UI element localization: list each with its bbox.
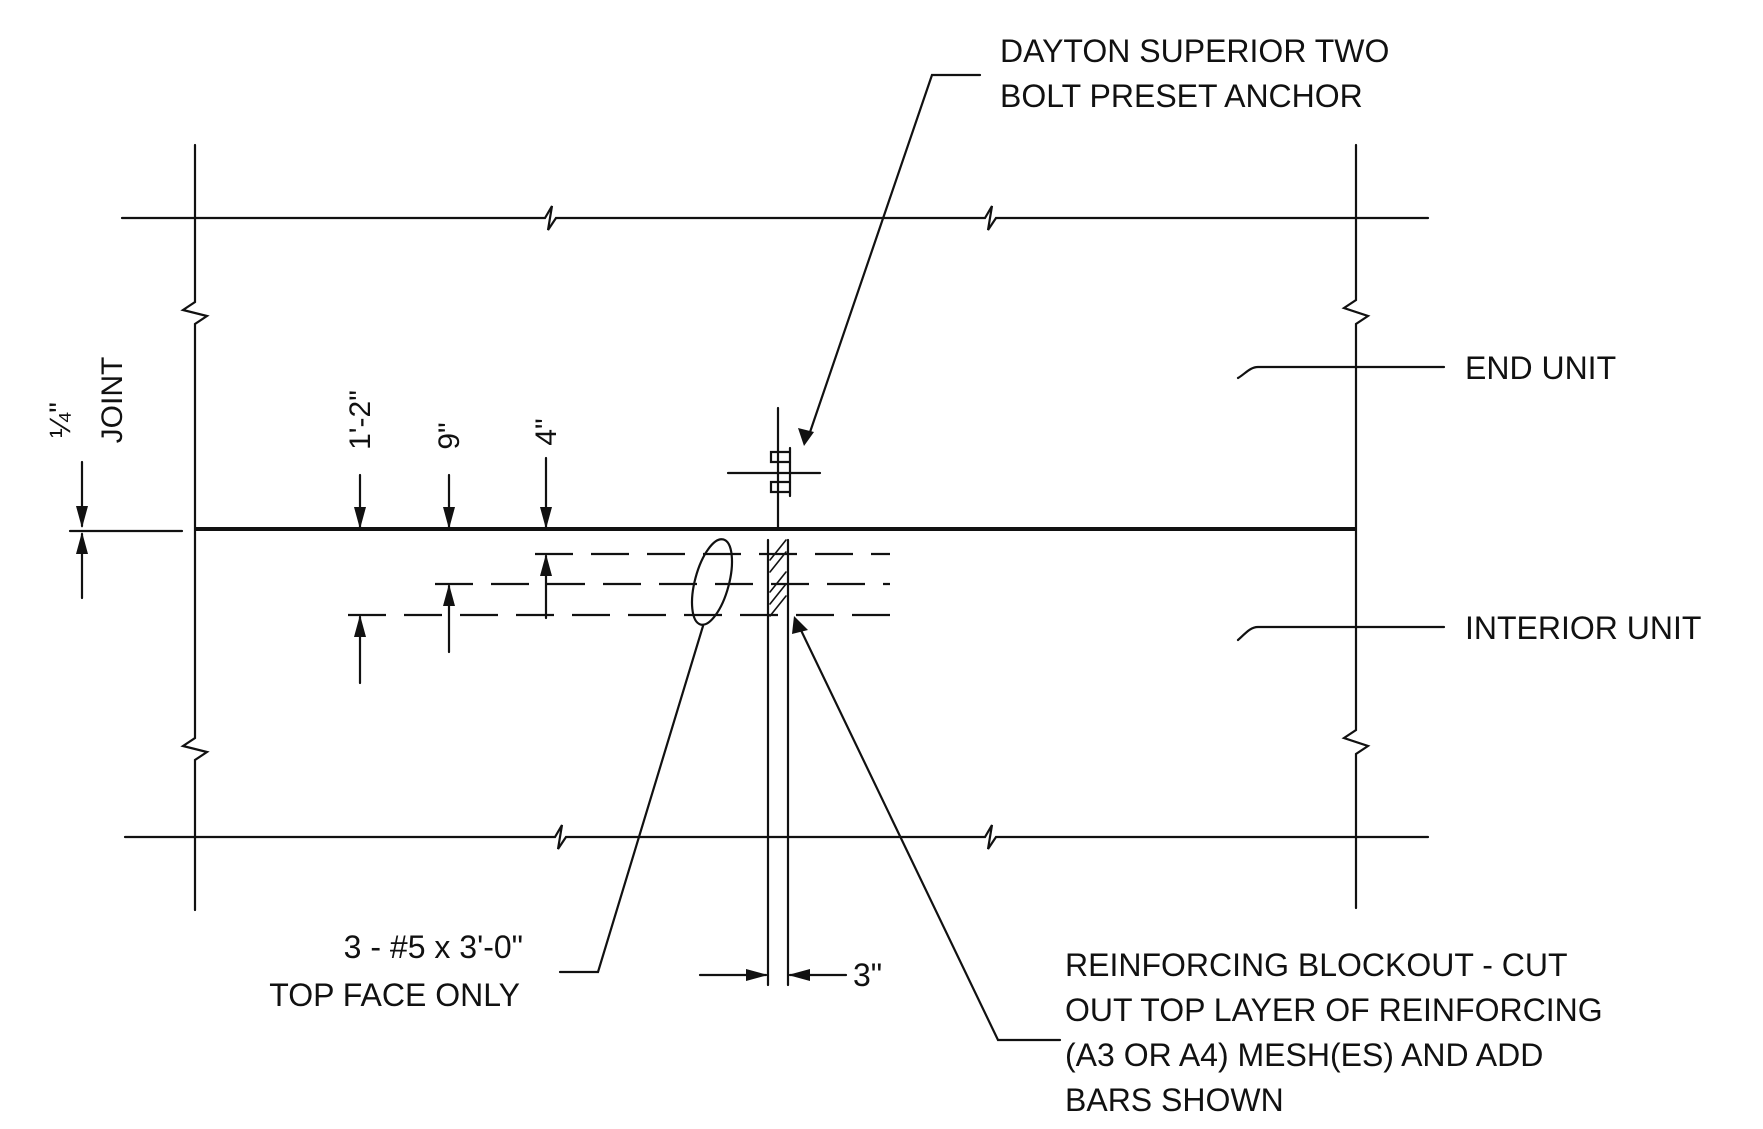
blockout-label-line-3: (A3 OR A4) MESH(ES) AND ADD [1065, 1037, 1543, 1073]
dimension-1ft-2in [354, 473, 366, 685]
joint-fraction-label: ¼" [44, 402, 77, 438]
dimension-9in [443, 473, 455, 654]
dim-1ft2-arrow-top [354, 507, 366, 529]
end-unit-leader [1236, 365, 1446, 380]
blockout-label-line-4: BARS SHOWN [1065, 1082, 1284, 1118]
dim-9-arrow-top [443, 507, 455, 529]
bottom-edge-line [123, 824, 1430, 850]
anchor-leader [806, 73, 982, 440]
blockout-hatch-4 [769, 583, 787, 605]
blockout-hatch-3 [769, 571, 787, 593]
blockout-label-line-1: REINFORCING BLOCKOUT - CUT [1065, 947, 1568, 983]
joint-word-label: JOINT [96, 357, 129, 444]
dim-3-arrow-left [746, 969, 768, 981]
dimension-3in [698, 969, 848, 981]
blockout-hatch-5 [769, 595, 787, 617]
dim-9in-label: 9" [433, 422, 466, 449]
bars-leader [558, 624, 705, 974]
blockout-label-line-2: OUT TOP LAYER OF REINFORCING [1065, 992, 1603, 1028]
blockout-leader-arrowhead [792, 616, 808, 634]
joint-dimension [76, 460, 88, 600]
preset-anchor-symbol [726, 406, 822, 530]
leaders [558, 73, 1446, 1042]
bars-label-line-2: TOP FACE ONLY [269, 977, 520, 1013]
anchor-bolt-upper [769, 450, 792, 464]
interior-unit-label: INTERIOR UNIT [1465, 610, 1701, 646]
dim-1ft-2in-label: 1'-2" [344, 390, 377, 450]
bars-label-line-1: 3 - #5 x 3'-0" [344, 929, 523, 965]
end-unit-label: END UNIT [1465, 350, 1616, 386]
joint-dim-arrow-bottom [76, 532, 88, 554]
dim-1ft2-arrow-bottom [354, 615, 366, 637]
reinforcing-blockout [766, 538, 790, 987]
annotations: DAYTON SUPERIOR TWO BOLT PRESET ANCHOR E… [44, 33, 1701, 1118]
anchor-label-line-2: BOLT PRESET ANCHOR [1000, 78, 1363, 114]
dim-3-arrow-right [788, 969, 810, 981]
interior-unit-leader [1236, 625, 1446, 642]
right-edge-line [1341, 143, 1371, 910]
dim-4-arrow-top [540, 507, 552, 529]
anchor-label-line-1: DAYTON SUPERIOR TWO [1000, 33, 1389, 69]
anchor-bolt-lower [769, 480, 792, 494]
anchor-leader-arrowhead [798, 428, 814, 446]
dim-4-arrow-bottom [540, 554, 552, 576]
dimension-4in [540, 456, 552, 620]
panel-outline [68, 143, 1430, 912]
blockout-hatch-2 [769, 551, 787, 573]
top-edge-line [120, 205, 1430, 231]
dim-4in-label: 4" [530, 418, 563, 445]
dim-9-arrow-bottom [443, 584, 455, 606]
rebar-bars [348, 552, 890, 617]
bar-group-ellipse [690, 538, 734, 626]
joint-dim-arrow-top [76, 506, 88, 528]
dim-3in-label: 3" [853, 957, 882, 993]
blockout-leader [796, 622, 1062, 1042]
blockout-hatch-1 [769, 539, 787, 561]
